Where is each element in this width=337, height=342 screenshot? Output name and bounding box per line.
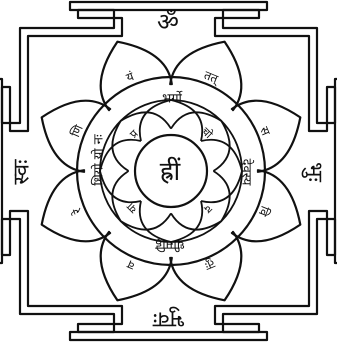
center-bija-text: ह्रीं (160, 156, 182, 187)
ring-word-bottom: धीमहि (154, 237, 185, 253)
syllable-left: स्वः (10, 159, 35, 185)
syllable-right: भुः (302, 162, 327, 182)
ring-word-left: धियो यो नः (91, 134, 107, 186)
syllable-bottom: भुवः (152, 307, 185, 332)
syllable-top: ॐ (157, 8, 179, 36)
ring-word-top: भर्गो (162, 91, 183, 107)
ring-word-right: देवस्य (239, 159, 255, 186)
